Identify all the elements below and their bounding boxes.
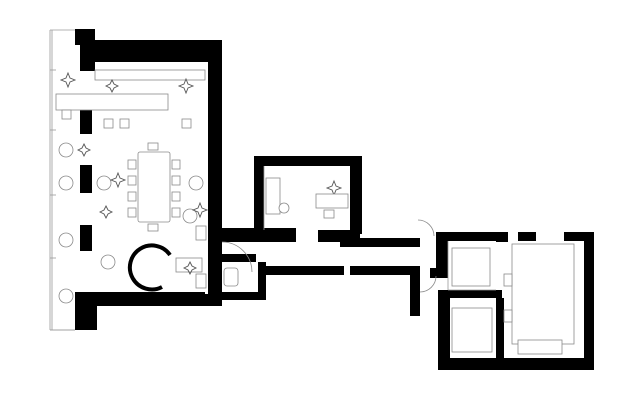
right-suite-furniture <box>448 243 575 355</box>
walls <box>75 29 594 370</box>
plants <box>59 71 343 276</box>
upper-room-furniture <box>265 177 349 219</box>
main-office-furniture <box>55 69 207 304</box>
connector-fixtures <box>221 219 437 293</box>
glazing-lines <box>49 29 449 331</box>
